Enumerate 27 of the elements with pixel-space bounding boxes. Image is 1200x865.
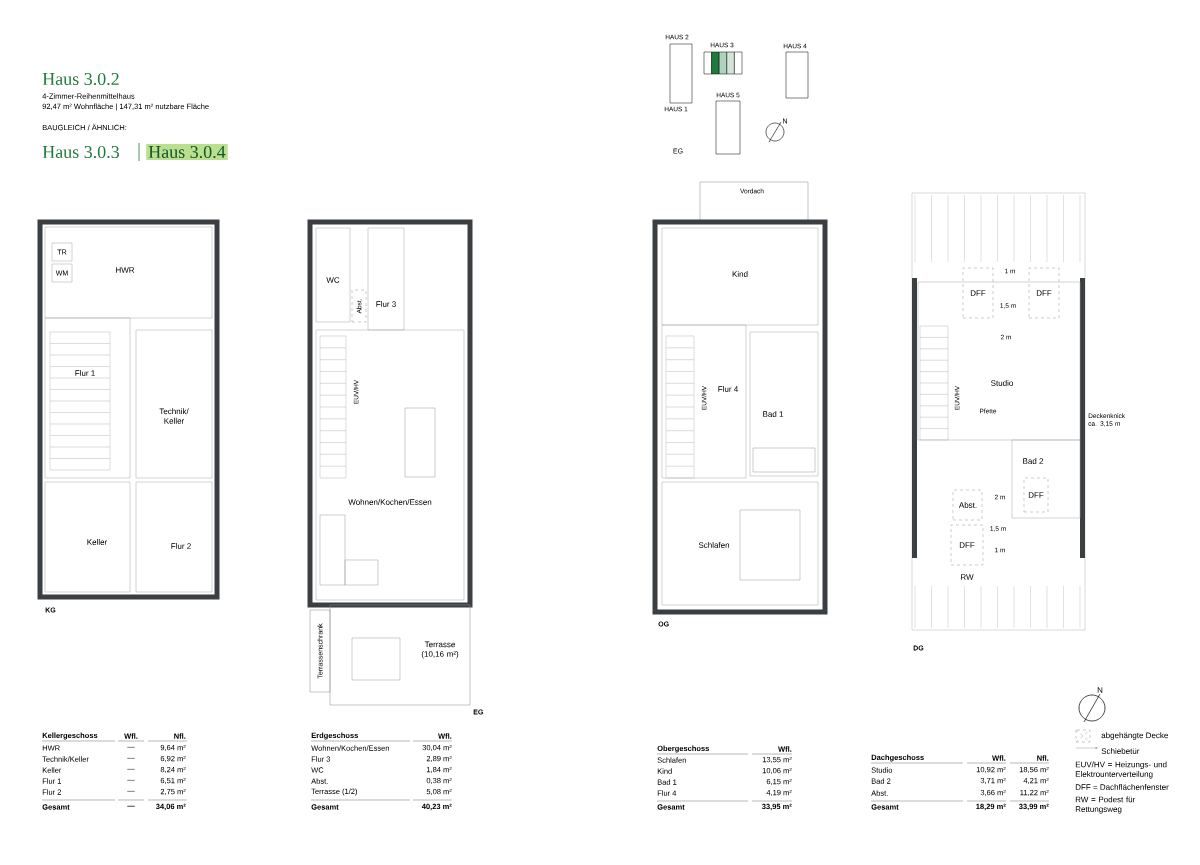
- title: Haus 3.0.2: [42, 72, 119, 86]
- legend-label: Schiebetür: [1101, 748, 1140, 754]
- room: WC: [315, 227, 351, 323]
- room: Technik/ Keller: [135, 329, 213, 479]
- house-link: Haus 3.0.4: [146, 143, 228, 161]
- room: Flur 3: [367, 227, 405, 331]
- room: Schlafen: [661, 481, 819, 606]
- room: Bad 1: [749, 331, 819, 477]
- room: Abst.: [952, 489, 983, 521]
- room: Flur 2: [135, 481, 213, 593]
- room: Kind: [661, 227, 819, 326]
- skylight-box: DFF: [1028, 267, 1060, 319]
- skylight-box: DFF: [962, 267, 994, 319]
- room: Keller: [44, 481, 131, 593]
- legend-label: abgehängte Decke: [1101, 732, 1168, 740]
- house-link: Haus 3.0.3: [42, 145, 119, 159]
- floor-plan: [652, 219, 828, 615]
- floor-plan: [37, 219, 220, 600]
- floor-plan: [307, 219, 473, 608]
- area-label: RW: [961, 574, 974, 580]
- legend-note: RW = Podest für Rettungsweg: [1075, 796, 1136, 814]
- legend-note: DFF = Dachflächenfenster: [1075, 784, 1169, 790]
- skylight-box: DFF: [950, 524, 984, 566]
- north-label: N: [1097, 687, 1103, 693]
- skylight-box: DFF: [1023, 477, 1049, 513]
- legend-note: EUV/HV = Heizungs- und Elektrounterverteilung: [1075, 761, 1167, 779]
- room: Flur 1: [44, 317, 131, 479]
